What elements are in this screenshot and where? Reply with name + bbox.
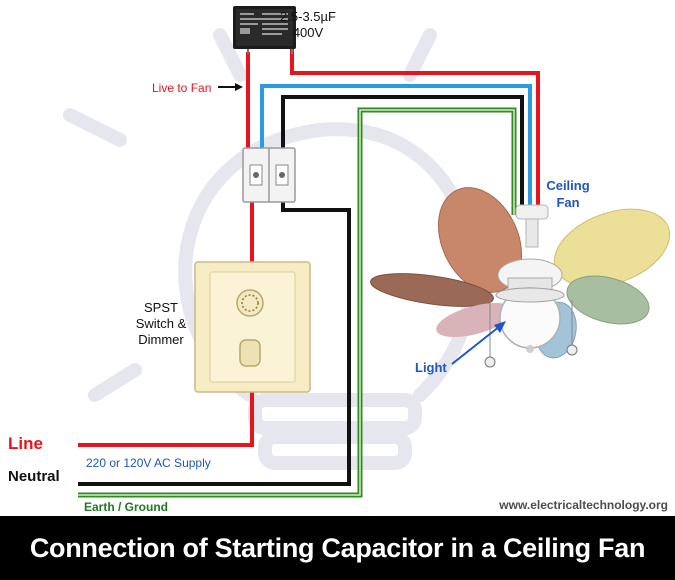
switch-label-2: Switch & bbox=[136, 316, 187, 331]
ceiling-fan-label-2: Fan bbox=[556, 195, 579, 210]
bulb-watermark-icon bbox=[63, 28, 479, 470]
earth-label: Earth / Ground bbox=[84, 500, 168, 514]
ceiling-fan-label-1: Ceiling bbox=[546, 178, 589, 193]
earth-wire bbox=[78, 107, 517, 498]
switch-label-3: Dimmer bbox=[138, 332, 184, 347]
live-to-fan-label: Live to Fan bbox=[152, 81, 211, 95]
website-label: www.electricaltechnology.org bbox=[498, 498, 668, 512]
neutral-wire-supply bbox=[78, 200, 351, 486]
light-arrow-icon bbox=[451, 321, 506, 365]
terminal-block bbox=[242, 147, 296, 203]
line-wire-supply bbox=[78, 200, 254, 447]
neutral-wire-fan bbox=[281, 95, 524, 210]
switch-label-1: SPST bbox=[144, 300, 178, 315]
switch-dimmer-plate bbox=[194, 261, 311, 393]
title-banner: Connection of Starting Capacitor in a Ce… bbox=[0, 516, 675, 580]
diagram-title: Connection of Starting Capacitor in a Ce… bbox=[29, 532, 646, 563]
capacitor-rating-label: 2.5-3.5µF bbox=[280, 9, 336, 24]
capacitor-to-fan-wire bbox=[290, 48, 540, 205]
neutral-label: Neutral bbox=[8, 468, 60, 485]
ceiling-fan bbox=[370, 187, 671, 368]
spst-toggle-icon[interactable] bbox=[239, 339, 261, 367]
light-label: Light bbox=[415, 360, 447, 375]
dimmer-knob-icon[interactable] bbox=[236, 289, 264, 317]
line-label: Line bbox=[8, 434, 43, 453]
capacitor bbox=[233, 6, 296, 54]
capacitor-voltage-label: 400V bbox=[293, 25, 324, 40]
live-to-fan-arrow-icon bbox=[218, 83, 243, 91]
supply-label: 220 or 120V AC Supply bbox=[86, 456, 211, 470]
blue-wire bbox=[260, 84, 532, 205]
wiring-diagram: 2.5-3.5µF 400V Live to Fan Ceiling Fan S… bbox=[8, 6, 671, 514]
